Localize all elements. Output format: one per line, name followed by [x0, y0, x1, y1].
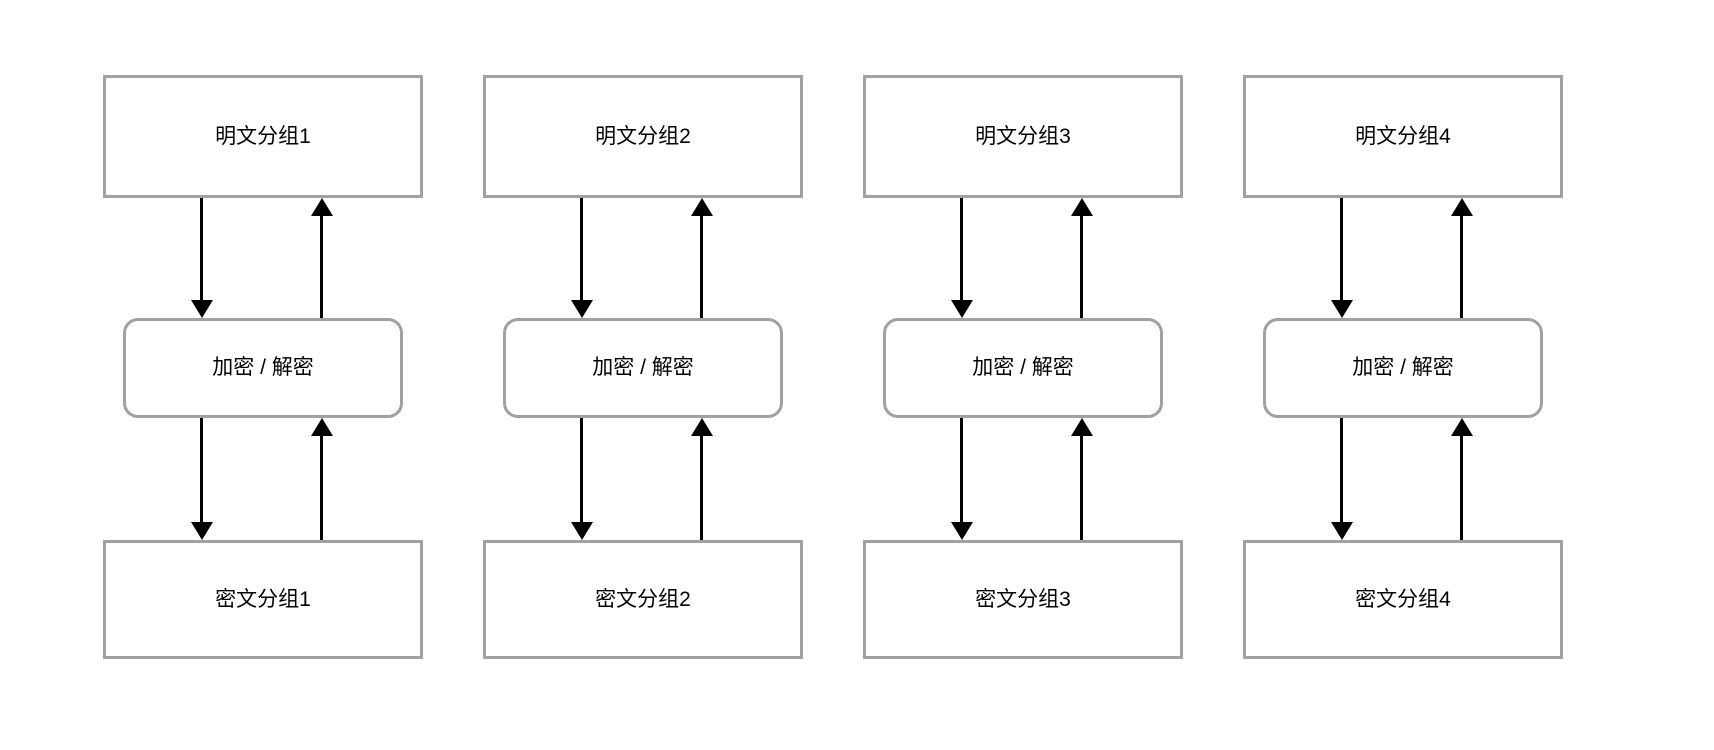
encrypt-decrypt-label: 加密 / 解密	[592, 356, 694, 380]
up-arrow-icon	[691, 418, 713, 540]
cipher-column-1: 明文分组1 加密 / 解密 密文分组1	[103, 75, 423, 659]
ciphertext-block-label: 密文分组2	[595, 587, 691, 611]
ciphertext-block-box-1: 密文分组1	[103, 540, 423, 659]
up-arrow-icon	[311, 198, 333, 318]
up-arrow-icon	[311, 418, 333, 540]
down-arrow-icon	[571, 418, 593, 540]
plaintext-block-box-4: 明文分组4	[1243, 75, 1563, 198]
down-arrow-icon	[191, 198, 213, 318]
up-arrow-icon	[1071, 418, 1093, 540]
down-arrow-icon	[951, 198, 973, 318]
ciphertext-block-label: 密文分组3	[975, 587, 1071, 611]
encrypt-decrypt-label: 加密 / 解密	[972, 356, 1074, 380]
down-arrow-icon	[1331, 198, 1353, 318]
ciphertext-block-box-4: 密文分组4	[1243, 540, 1563, 659]
cipher-column-3: 明文分组3 加密 / 解密 密文分组3	[863, 75, 1183, 659]
encrypt-decrypt-box-4: 加密 / 解密	[1263, 318, 1543, 418]
plaintext-block-box-1: 明文分组1	[103, 75, 423, 198]
up-arrow-icon	[691, 198, 713, 318]
down-arrow-icon	[951, 418, 973, 540]
plaintext-block-label: 明文分组1	[215, 124, 311, 148]
down-arrow-icon	[191, 418, 213, 540]
encrypt-decrypt-box-3: 加密 / 解密	[883, 318, 1163, 418]
plaintext-block-label: 明文分组4	[1355, 124, 1451, 148]
up-arrow-icon	[1451, 198, 1473, 318]
encrypt-decrypt-box-1: 加密 / 解密	[123, 318, 403, 418]
encrypt-decrypt-box-2: 加密 / 解密	[503, 318, 783, 418]
down-arrow-icon	[1331, 418, 1353, 540]
up-arrow-icon	[1071, 198, 1093, 318]
ciphertext-block-label: 密文分组4	[1355, 587, 1451, 611]
plaintext-block-box-3: 明文分组3	[863, 75, 1183, 198]
plaintext-block-label: 明文分组3	[975, 124, 1071, 148]
plaintext-block-box-2: 明文分组2	[483, 75, 803, 198]
encrypt-decrypt-label: 加密 / 解密	[1352, 356, 1454, 380]
ciphertext-block-label: 密文分组1	[215, 587, 311, 611]
plaintext-block-label: 明文分组2	[595, 124, 691, 148]
encrypt-decrypt-label: 加密 / 解密	[212, 356, 314, 380]
up-arrow-icon	[1451, 418, 1473, 540]
cipher-column-2: 明文分组2 加密 / 解密 密文分组2	[483, 75, 803, 659]
down-arrow-icon	[571, 198, 593, 318]
ciphertext-block-box-2: 密文分组2	[483, 540, 803, 659]
ciphertext-block-box-3: 密文分组3	[863, 540, 1183, 659]
cipher-column-4: 明文分组4 加密 / 解密 密文分组4	[1243, 75, 1563, 659]
